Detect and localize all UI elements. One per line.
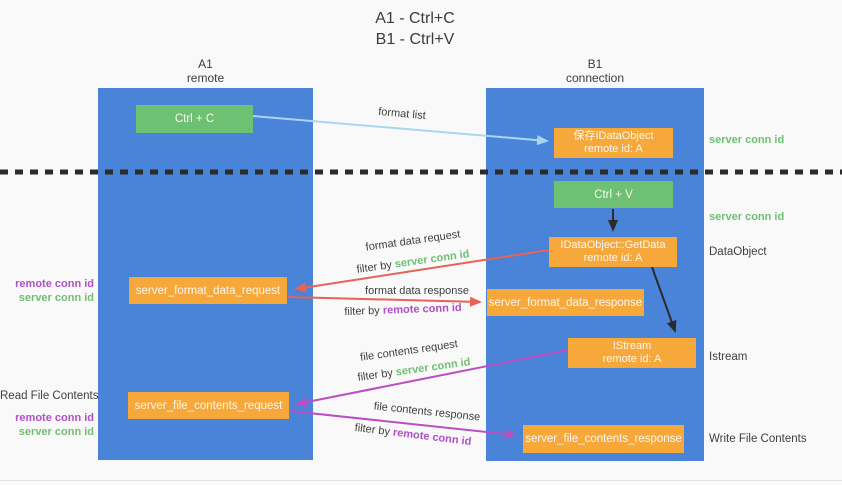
node-server-file-contents-response-label: server_file_contents_response bbox=[525, 433, 682, 445]
node-ctrl-v-label: Ctrl + V bbox=[594, 188, 633, 201]
lane-b1-name: B1 bbox=[587, 57, 603, 71]
node-server-format-data-request-label: server_format_data_request bbox=[135, 284, 281, 297]
node-ctrl-c-label: Ctrl + C bbox=[174, 113, 215, 125]
lane-header-a1: A1 remote bbox=[98, 57, 313, 85]
node-server-format-data-request: server_format_data_request bbox=[129, 277, 287, 304]
node-istream: IStream remote id: A bbox=[568, 338, 696, 368]
edge-label-format-data-response: format data response bbox=[365, 285, 469, 297]
read-file-contents-label: Read File Contents bbox=[0, 390, 99, 402]
arrow-format-list bbox=[252, 115, 549, 146]
node-server-format-data-response-label: server_format_data_response bbox=[488, 296, 643, 309]
arrow-file-contents-request bbox=[295, 349, 569, 407]
lane-b1-subtitle: connection bbox=[565, 71, 625, 85]
node-ctrl-c: Ctrl + C bbox=[136, 105, 253, 133]
arrow-getdata-to-istream bbox=[651, 266, 677, 333]
node-save-idataobject-line1: 保存IDataObject bbox=[573, 130, 654, 142]
node-istream-line2: remote id: A bbox=[602, 353, 662, 365]
istream-label: Istream bbox=[709, 351, 748, 363]
node-ctrl-v: Ctrl + V bbox=[554, 181, 673, 208]
node-idataobject-getdata-line2: remote id: A bbox=[583, 252, 643, 264]
node-save-idataobject: 保存IDataObject remote id: A bbox=[554, 128, 673, 158]
remote-conn-id-label: remote conn id bbox=[15, 278, 94, 290]
node-idataobject-getdata-line1: IDataObject::GetData bbox=[560, 239, 666, 251]
write-file-contents-label: Write File Contents bbox=[709, 433, 807, 445]
node-istream-line1: IStream bbox=[612, 340, 652, 352]
node-server-file-contents-request-label: server_file_contents_request bbox=[134, 399, 283, 412]
node-idataobject-getdata: IDataObject::GetData remote id: A bbox=[549, 237, 677, 267]
title-line-1: A1 - Ctrl+C bbox=[375, 10, 455, 27]
node-server-file-contents-request: server_file_contents_request bbox=[128, 392, 289, 419]
title-line-2: B1 - Ctrl+V bbox=[375, 31, 455, 48]
server-conn-id-label: server conn id bbox=[18, 292, 94, 304]
dataobject-label: DataObject bbox=[709, 246, 767, 258]
node-server-format-data-response: server_format_data_response bbox=[487, 289, 644, 316]
lane-a1-subtitle: remote bbox=[186, 71, 225, 85]
remote-conn-id-label: remote conn id bbox=[15, 412, 94, 424]
lane-a1-name: A1 bbox=[198, 57, 213, 71]
arrow-format-data-request bbox=[294, 249, 550, 293]
filter-by-text: filter by bbox=[344, 304, 381, 319]
server-conn-id-label: server conn id bbox=[18, 426, 94, 438]
arrow-file-contents-response bbox=[289, 410, 517, 439]
right-server-conn-id-label-2: server conn id bbox=[709, 211, 785, 223]
right-server-conn-id-label-1: server conn id bbox=[709, 134, 785, 146]
node-server-file-contents-response: server_file_contents_response bbox=[523, 425, 684, 453]
lane-header-b1: B1 connection bbox=[486, 57, 704, 85]
node-save-idataobject-line2: remote id: A bbox=[584, 143, 643, 155]
diagram-title: A1 - Ctrl+C B1 - Ctrl+V bbox=[340, 8, 490, 50]
bottom-hairline bbox=[0, 480, 842, 481]
left-conn-id-labels-2: remote conn id server conn id bbox=[0, 411, 94, 439]
left-conn-id-labels-1: remote conn id server conn id bbox=[0, 277, 94, 305]
arrow-format-data-response bbox=[287, 296, 482, 307]
